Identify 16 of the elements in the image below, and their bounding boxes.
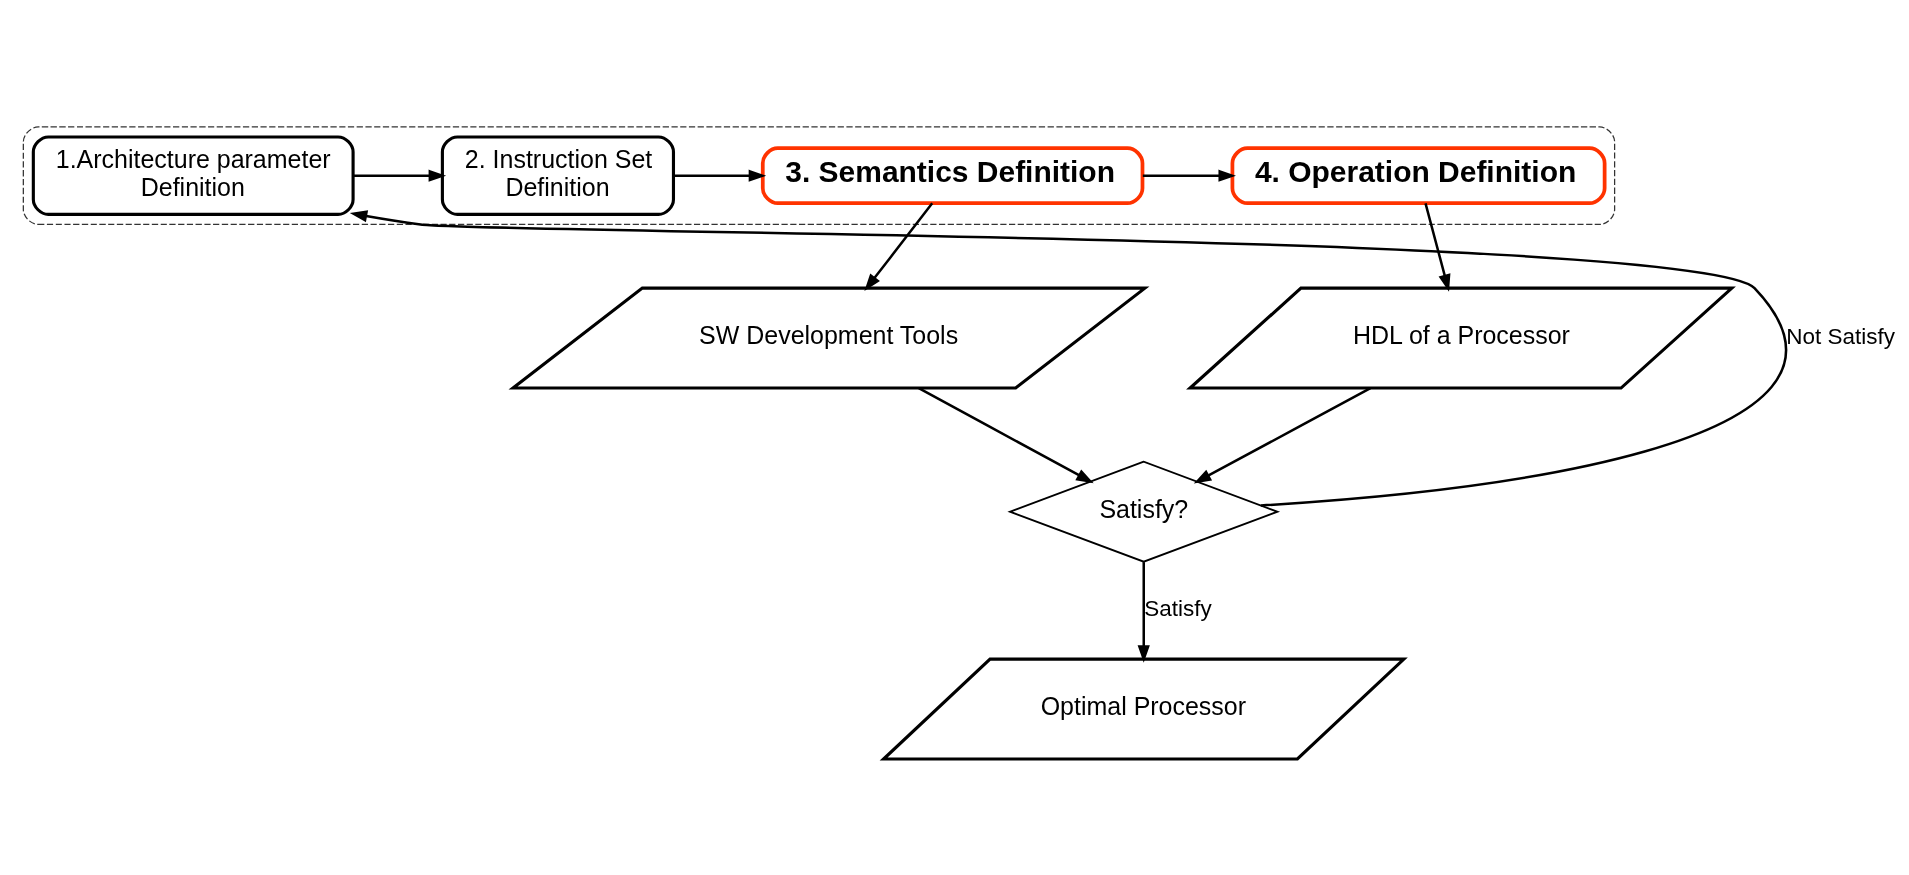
node-box: 2. Instruction Set Definition [440, 134, 676, 216]
arrow [353, 169, 447, 182]
arrow [1193, 386, 1372, 483]
arrow [918, 386, 1094, 483]
node-diamond: Satisfy? [1007, 460, 1281, 563]
arrow [1137, 561, 1150, 663]
arrow [349, 209, 1785, 507]
arrow [864, 202, 934, 291]
edge-label: Not Satisfy [1786, 323, 1896, 349]
node-box: 3. Semantics Definition [760, 145, 1145, 205]
arrow [1424, 202, 1451, 292]
node-box: 1.Architecture parameter Definition [31, 134, 355, 216]
arrow [673, 169, 767, 182]
arrow [1142, 169, 1236, 182]
edge-label: Satisfy [1144, 595, 1212, 621]
node-box: 4. Operation Definition [1230, 145, 1607, 205]
